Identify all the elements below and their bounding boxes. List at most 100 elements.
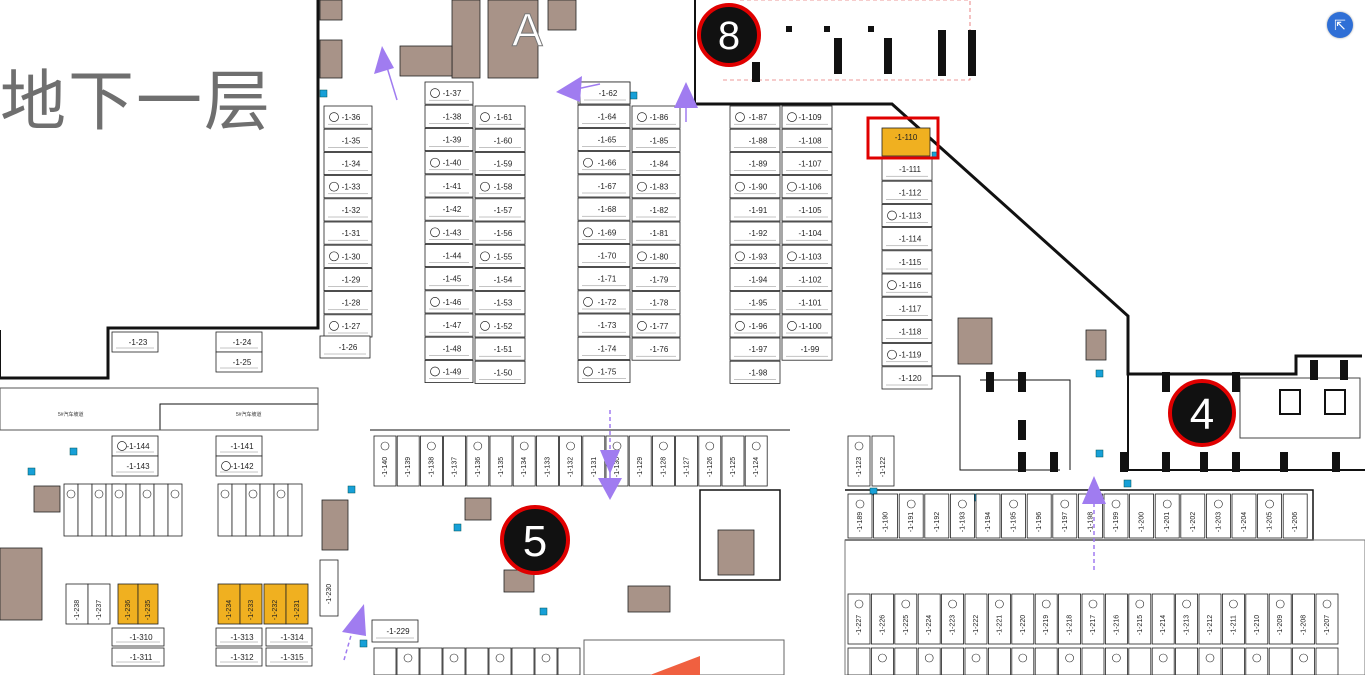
parking-slot[interactable]: -1-56 (474, 221, 526, 245)
parking-slot[interactable]: -1-118 (881, 319, 933, 343)
parking-slot[interactable] (941, 647, 964, 675)
parking-slot[interactable]: -1-47 (424, 313, 474, 337)
parking-slot[interactable]: -1-195 (1001, 493, 1026, 539)
parking-slot[interactable] (1058, 647, 1081, 675)
parking-slot[interactable]: -1-26 (319, 335, 371, 359)
parking-slot[interactable]: -1-23 (111, 331, 159, 353)
parking-slot[interactable]: -1-61 (474, 105, 526, 129)
parking-slot[interactable]: -1-36 (323, 105, 373, 129)
parking-slot[interactable]: -1-217 (1081, 593, 1105, 645)
parking-slot[interactable]: -1-311 (111, 647, 165, 667)
parking-slot[interactable]: -1-95 (729, 291, 781, 315)
parking-slot[interactable]: -1-105 (781, 198, 833, 222)
parking-slot[interactable]: -1-314 (265, 627, 313, 647)
parking-slot[interactable]: -1-35 (323, 128, 373, 152)
parking-slot[interactable]: -1-38 (424, 104, 474, 128)
parking-slot[interactable]: -1-83 (631, 175, 681, 199)
parking-slot[interactable]: -1-99 (781, 337, 833, 361)
parking-slot[interactable]: -1-51 (474, 337, 526, 361)
parking-slot[interactable] (259, 483, 275, 537)
parking-slot[interactable] (1268, 647, 1292, 675)
parking-slot[interactable] (125, 483, 141, 537)
parking-slot[interactable]: -1-62 (579, 81, 631, 105)
parking-slot[interactable]: -1-33 (323, 175, 373, 199)
parking-slot[interactable]: -1-31 (323, 221, 373, 245)
parking-slot[interactable]: -1-28 (323, 291, 373, 315)
parking-slot[interactable]: -1-112 (881, 180, 933, 204)
parking-slot[interactable]: -1-91 (729, 198, 781, 222)
parking-slot[interactable]: -1-115 (881, 250, 933, 274)
parking-slot[interactable]: -1-141 (215, 435, 263, 457)
parking-slot[interactable] (534, 647, 558, 675)
parking-slot[interactable]: -1-205 (1257, 493, 1282, 539)
parking-slot-highlighted[interactable]: -1-110 (881, 127, 931, 157)
parking-slot[interactable] (988, 647, 1011, 675)
parking-slot[interactable]: -1-203 (1206, 493, 1231, 539)
parking-slot[interactable]: -1-97 (729, 337, 781, 361)
parking-slot[interactable]: -1-227 (847, 593, 871, 645)
parking-slot[interactable] (245, 483, 261, 537)
parking-slot[interactable]: -1-193 (950, 493, 975, 539)
parking-slot[interactable] (1245, 647, 1269, 675)
parking-slot[interactable]: -1-196 (1026, 493, 1052, 539)
parking-slot[interactable]: -1-72 (577, 290, 631, 314)
parking-slot[interactable] (1011, 647, 1035, 675)
parking-slot[interactable]: -1-236 (117, 583, 139, 625)
parking-slot[interactable]: -1-233 (239, 583, 263, 625)
parking-slot[interactable]: -1-310 (111, 627, 165, 647)
parking-slot[interactable]: -1-189 (847, 493, 873, 539)
parking-slot[interactable] (894, 647, 918, 675)
parking-slot[interactable] (273, 483, 289, 537)
parking-slot[interactable]: -1-120 (881, 366, 933, 390)
parking-slot[interactable]: -1-104 (781, 221, 833, 245)
zone-marker-5[interactable]: 5 (500, 505, 570, 575)
parking-slot[interactable]: -1-116 (881, 273, 933, 297)
parking-slot[interactable]: -1-85 (631, 128, 681, 152)
parking-slot[interactable]: -1-223 (941, 593, 964, 645)
parking-slot[interactable]: -1-25 (215, 351, 263, 373)
parking-slot[interactable]: -1-48 (424, 336, 474, 360)
parking-slot[interactable]: -1-78 (631, 291, 681, 315)
parking-slot[interactable]: -1-218 (1058, 593, 1081, 645)
parking-slot[interactable]: -1-58 (474, 175, 526, 199)
parking-slot[interactable]: -1-59 (474, 151, 526, 175)
parking-slot[interactable] (77, 483, 93, 537)
parking-slot[interactable]: -1-34 (323, 151, 373, 175)
parking-slot[interactable]: -1-213 (1175, 593, 1198, 645)
parking-slot[interactable]: -1-52 (474, 314, 526, 338)
parking-slot[interactable]: -1-54 (474, 267, 526, 291)
parking-slot[interactable]: -1-129 (628, 435, 652, 487)
parking-slot[interactable]: -1-142 (215, 455, 263, 477)
parking-slot[interactable] (442, 647, 466, 675)
parking-slot[interactable]: -1-65 (577, 127, 631, 151)
parking-slot[interactable]: -1-232 (263, 583, 287, 625)
parking-slot[interactable] (1222, 647, 1245, 675)
parking-slot[interactable]: -1-235 (137, 583, 159, 625)
parking-slot[interactable] (557, 647, 581, 675)
parking-slot[interactable] (396, 647, 420, 675)
parking-slot[interactable]: -1-208 (1292, 593, 1315, 645)
parking-slot[interactable]: -1-69 (577, 220, 631, 244)
parking-slot[interactable] (1315, 647, 1339, 675)
parking-slot[interactable]: -1-46 (424, 290, 474, 314)
parking-slot[interactable]: -1-41 (424, 174, 474, 198)
parking-slot[interactable]: -1-234 (217, 583, 241, 625)
parking-slot[interactable]: -1-211 (1222, 593, 1245, 645)
parking-slot[interactable]: -1-106 (781, 175, 833, 199)
parking-slot[interactable]: -1-207 (1315, 593, 1339, 645)
parking-slot[interactable]: -1-60 (474, 128, 526, 152)
parking-slot[interactable] (1175, 647, 1198, 675)
parking-slot[interactable]: -1-45 (424, 267, 474, 291)
parking-slot[interactable] (465, 647, 489, 675)
parking-slot[interactable] (1081, 647, 1105, 675)
parking-slot[interactable]: -1-143 (111, 455, 159, 477)
parking-slot[interactable]: -1-75 (577, 359, 631, 383)
parking-slot[interactable]: -1-209 (1268, 593, 1292, 645)
parking-slot[interactable] (488, 647, 512, 675)
parking-slot[interactable]: -1-206 (1282, 493, 1308, 539)
parking-slot[interactable]: -1-132 (559, 435, 582, 487)
parking-slot[interactable]: -1-113 (881, 203, 933, 227)
parking-slot[interactable]: -1-88 (729, 128, 781, 152)
parking-slot[interactable]: -1-119 (881, 343, 933, 367)
parking-slot[interactable]: -1-117 (881, 296, 933, 320)
